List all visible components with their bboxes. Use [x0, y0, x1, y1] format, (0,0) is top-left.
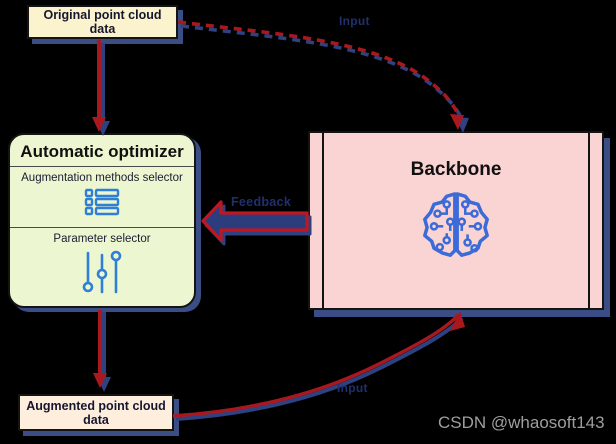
augmented-point-cloud-node: Augmented point cloud data [18, 394, 174, 431]
feedback-label: Feedback [231, 195, 292, 209]
optimizer-title: Automatic optimizer [10, 135, 194, 167]
sliders-icon [82, 249, 122, 300]
edge-original-to-optimizer [92, 40, 110, 136]
edge-input-top-dashed [177, 20, 469, 133]
original-point-cloud-node: Original point cloud data [27, 5, 178, 39]
augmentation-methods-selector-label: Augmentation methods selector [21, 172, 183, 184]
backbone-node: Backbone [308, 131, 604, 310]
watermark-text: CSDN @whaosoft143 [438, 413, 605, 432]
augmentation-methods-selector-section: Augmentation methods selector [10, 167, 194, 228]
backbone-left-inner-line [322, 133, 324, 308]
list-icon [84, 188, 120, 221]
backbone-title: Backbone [410, 159, 502, 180]
augmented-point-cloud-label: Augmented point cloud data [26, 398, 166, 427]
input-bottom-label: Input [337, 381, 368, 395]
input-top-label: Input [339, 14, 370, 28]
backbone-right-inner-line [588, 133, 590, 308]
edge-optimizer-to-augmented [93, 310, 111, 392]
original-point-cloud-label: Original point cloud data [43, 8, 162, 36]
parameter-selector-label: Parameter selector [53, 233, 151, 245]
brain-circuit-icon [419, 189, 493, 264]
parameter-selector-section: Parameter selector [10, 228, 194, 306]
automatic-optimizer-node: Automatic optimizer Augmentation methods… [8, 133, 196, 308]
edge-input-bottom-solid [172, 311, 465, 421]
